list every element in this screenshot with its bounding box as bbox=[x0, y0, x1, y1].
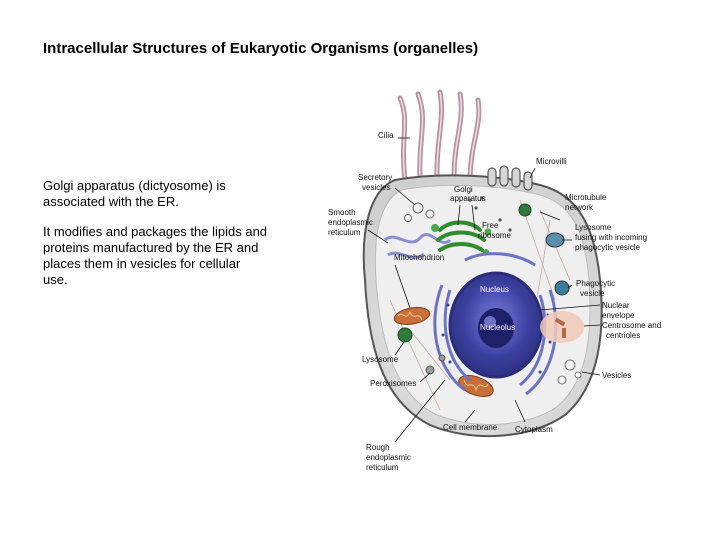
label-microtubule-1: Microtubule bbox=[565, 193, 607, 202]
label-golgi-1: Golgi bbox=[454, 185, 473, 194]
smooth-er bbox=[383, 233, 452, 259]
label-phagocytic-vesicle-2: vesicle bbox=[580, 289, 605, 298]
slide-title: Intracellular Structures of Eukaryotic O… bbox=[43, 40, 479, 57]
label-rough-er-1: Rough bbox=[366, 443, 390, 452]
peroxisomes bbox=[425, 354, 446, 375]
lysosomes bbox=[397, 203, 532, 343]
mitochondrion bbox=[393, 307, 494, 397]
label-lysosome-fusing-2: fusing with incoming bbox=[575, 233, 647, 242]
rough-er bbox=[433, 252, 558, 396]
golgi-apparatus bbox=[436, 220, 486, 252]
microvilli bbox=[487, 165, 533, 191]
animal-cell-diagram: Cilia Microvilli Secretory vesicles Golg… bbox=[328, 89, 661, 472]
label-free-ribosome-2: ribosome bbox=[478, 231, 511, 240]
label-microtubule-2: network bbox=[565, 203, 594, 212]
free-ribosomes bbox=[468, 196, 512, 232]
label-cell-membrane: Cell membrane bbox=[443, 423, 498, 432]
label-lysosome: Lysosome bbox=[362, 355, 399, 364]
label-nuclear-envelope-1: Nuclear bbox=[602, 301, 630, 310]
label-smooth-er-3: reticulum bbox=[328, 228, 361, 237]
paragraph-golgi-er: Golgi apparatus (dictyosome) is associat… bbox=[43, 178, 226, 209]
label-nucleolus: Nucleolus bbox=[480, 323, 515, 332]
label-secretory-vesicles-2: vesicles bbox=[362, 183, 390, 192]
secretory-vesicles bbox=[404, 202, 435, 222]
slide-body: Golgi apparatus (dictyosome) is associat… bbox=[43, 178, 268, 302]
label-peroxisomes: Peroxisomes bbox=[370, 379, 416, 388]
label-nuclear-envelope-2: envelope bbox=[602, 311, 635, 320]
label-lysosome-fusing-3: phagocytic vesicle bbox=[575, 243, 640, 252]
label-secretory-vesicles-1: Secretory bbox=[358, 173, 392, 182]
paragraph-golgi-function: It modifies and packages the lipids and … bbox=[43, 224, 268, 287]
label-phagocytic-vesicle-1: Phagocytic bbox=[576, 279, 615, 288]
label-free-ribosome-1: Free bbox=[482, 221, 499, 230]
leader-lines bbox=[367, 137, 601, 443]
label-nucleus: Nucleus bbox=[480, 285, 509, 294]
phagocytic-vesicle bbox=[545, 232, 570, 296]
label-smooth-er-2: endoplasmic bbox=[328, 218, 373, 227]
label-centrosome-2: centrioles bbox=[606, 331, 640, 340]
label-golgi-2: apparatus bbox=[450, 194, 486, 203]
label-vesicles: Vesicles bbox=[602, 371, 631, 380]
label-lysosome-fusing-1: Lysosome bbox=[575, 223, 612, 232]
label-microvilli: Microvilli bbox=[536, 157, 567, 166]
label-rough-er-2: endoplasmic bbox=[366, 453, 411, 462]
vesicles bbox=[557, 359, 582, 385]
centrosome bbox=[540, 311, 584, 343]
label-cytoplasm: Cytoplasm bbox=[515, 425, 553, 434]
label-smooth-er-1: Smooth bbox=[328, 208, 356, 217]
label-centrosome-1: Centrosome and bbox=[602, 321, 661, 330]
label-cilia: Cilia bbox=[378, 131, 394, 140]
label-mitochondrion: Mitochondrion bbox=[394, 253, 444, 262]
label-rough-er-3: reticulum bbox=[366, 463, 399, 472]
